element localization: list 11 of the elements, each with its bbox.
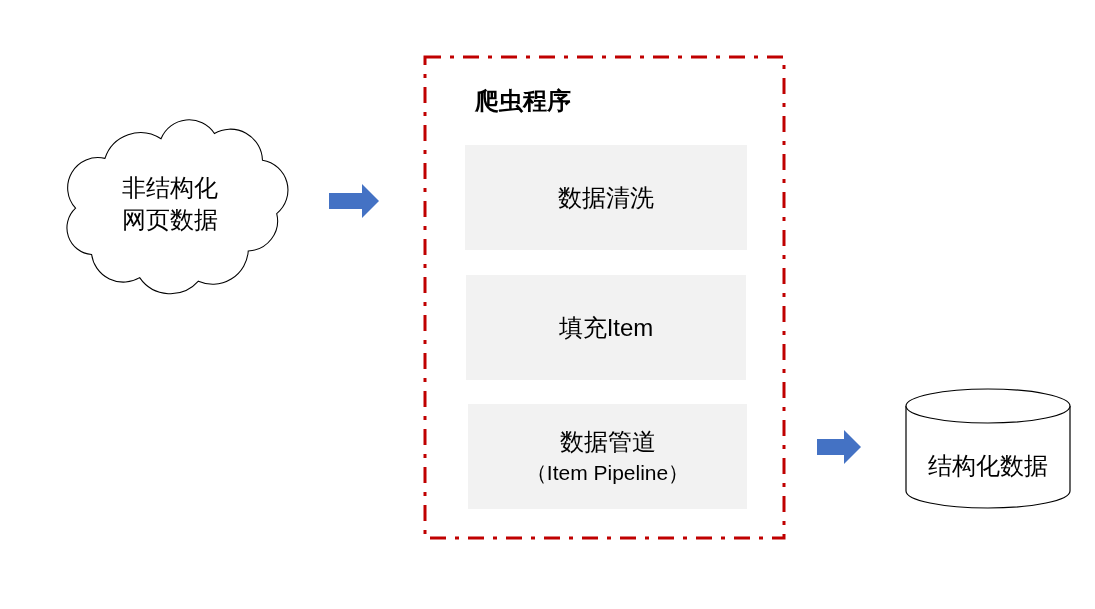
database-cylinder <box>905 388 1071 509</box>
node-text: 数据管道 <box>559 426 656 457</box>
block-arrow <box>329 184 379 218</box>
node-text: （Item Pipeline） <box>525 459 690 486</box>
node-text: 数据清洗 <box>558 182 654 213</box>
node-text: 填充Item <box>558 312 654 343</box>
block-arrow <box>817 430 861 464</box>
node-text: 结构化数据 <box>928 451 1048 481</box>
node-text: 爬虫程序 <box>475 86 571 116</box>
node-text: 非结构化网页数据 <box>121 173 219 235</box>
dashed-group-frame <box>423 55 786 540</box>
